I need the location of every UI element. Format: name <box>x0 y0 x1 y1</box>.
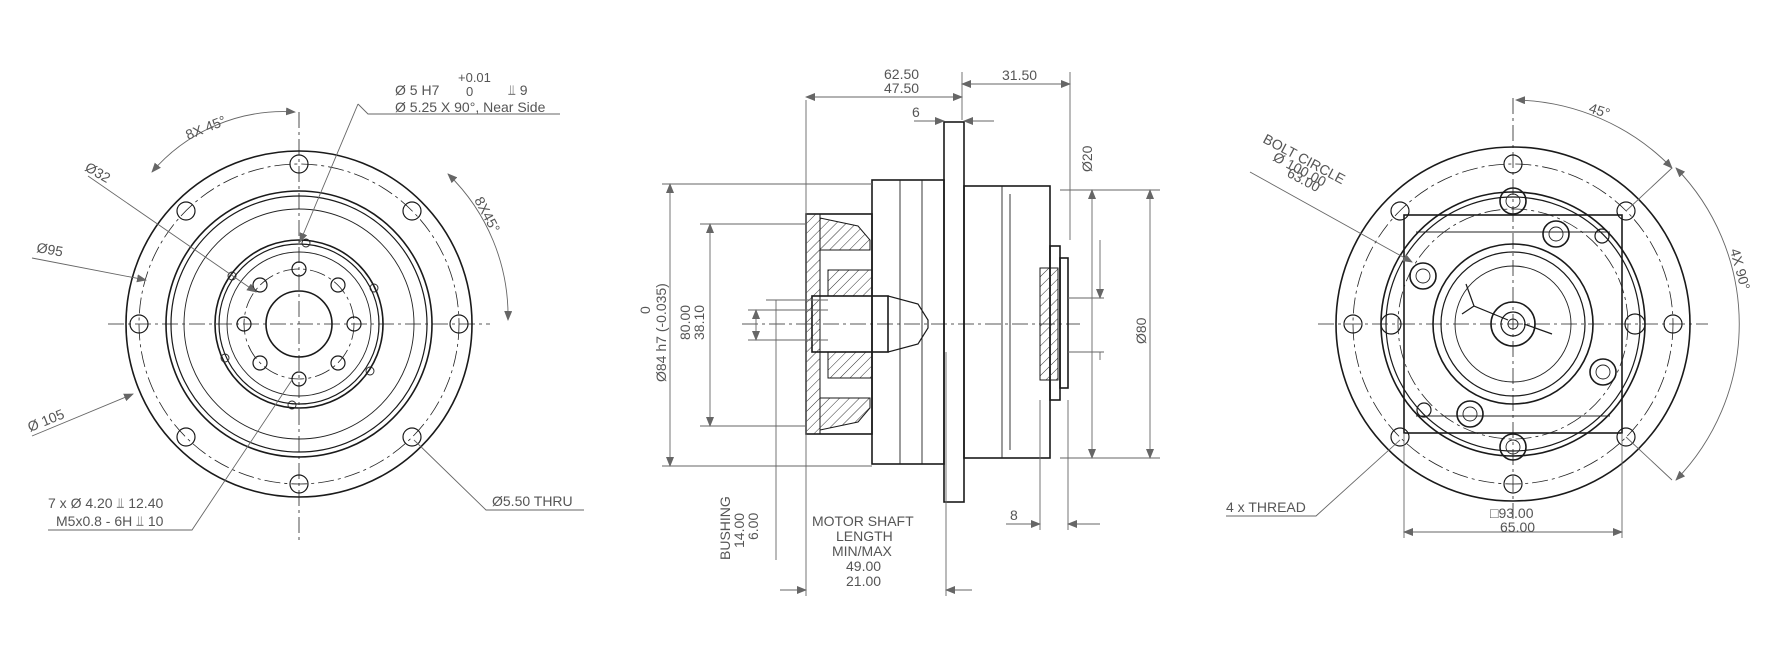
front-inner-ring <box>226 251 372 397</box>
rear-view: 45° BOLT CIRCLE Ø 100.00 63.00 4X 90° 4 … <box>1226 96 1753 538</box>
bushing-label: BUSHING <box>717 496 733 560</box>
rear-inner-ring <box>1454 265 1572 383</box>
front-output-flange <box>214 239 384 409</box>
motor-shaft-line-1: MOTOR SHAFT <box>812 513 914 529</box>
side-shaft-tip <box>887 295 929 353</box>
dia-95-label: Ø95 <box>35 239 64 259</box>
front-leaders <box>31 103 584 531</box>
square-93-label: □93.00 <box>1490 505 1534 521</box>
tol-84-h7-label: Ø84 h7 (-0.035) <box>653 283 669 382</box>
rear-outer-flange <box>1335 146 1691 502</box>
rear-square-adapter <box>1403 214 1623 434</box>
holes-spec-line-1: 7 x Ø 4.20 ⫫ 12.40 <box>48 495 163 511</box>
rear-outer-holes <box>1343 154 1683 494</box>
thread-hole-tol-upper: +0.01 <box>458 70 491 85</box>
motor-shaft-line-4: 49.00 <box>846 558 881 574</box>
rear-bolt-circle <box>1352 163 1674 485</box>
thread-hole-tol-lower: 0 <box>466 84 473 99</box>
front-hole-circle <box>243 268 355 380</box>
side-bushing-bottom <box>827 351 873 379</box>
rear-dimensions <box>1226 96 1740 538</box>
dim-80-00: 80.00 <box>677 305 693 340</box>
side-dimensions <box>662 72 1160 596</box>
holes-spec-line-2: M5x0.8 - 6H ⫫ 10 <box>56 513 164 529</box>
side-output-shaft <box>1059 257 1069 389</box>
front-bolt-circle <box>138 163 460 485</box>
motor-shaft-line-5: 21.00 <box>846 573 881 589</box>
bushing-14: 14.00 <box>731 513 747 548</box>
dia-20-label: Ø20 <box>1079 145 1095 172</box>
rear-thread-circle <box>1397 208 1629 440</box>
pattern-4x90-label: 4X 90° <box>1727 247 1753 292</box>
bushing-6: 6.00 <box>745 513 761 540</box>
side-output-housing <box>963 185 1051 459</box>
rear-body-ring-2 <box>1385 196 1641 452</box>
len-6: 6 <box>912 104 920 120</box>
rear-clamp-slot <box>1461 283 1509 321</box>
thread-hole-spec: Ø 5 H7 <box>395 82 440 98</box>
rear-center-point <box>1507 318 1519 330</box>
len-31-50: 31.50 <box>1002 67 1037 83</box>
front-body-ring-2 <box>170 195 428 453</box>
rear-screw-heads <box>1380 187 1646 461</box>
side-output-flange <box>943 121 965 503</box>
countersink-spec: Ø 5.25 X 90°, Near Side <box>395 99 546 115</box>
rear-pilot-ring-2 <box>1440 251 1586 397</box>
front-step-ring <box>183 208 415 440</box>
angle-45-label: 45° <box>1587 100 1612 122</box>
len-62-50: 62.50 <box>884 66 919 82</box>
tol-upper-label: 0 <box>637 306 653 314</box>
rear-pilot-ring <box>1432 243 1594 405</box>
rear-clamp-screw <box>1523 323 1553 335</box>
pattern-8x45-right: 8X45° <box>471 194 503 235</box>
motor-shaft-line-3: MIN/MAX <box>832 543 893 559</box>
len-8: 8 <box>1010 507 1018 523</box>
front-outer-holes <box>129 154 469 494</box>
side-gear-housing <box>871 179 945 465</box>
square-65-label: 65.00 <box>1500 519 1535 535</box>
side-output-section <box>1039 267 1059 381</box>
side-motor-shaft <box>811 295 889 353</box>
rear-clamp-hub <box>1490 301 1536 347</box>
front-view: Ø 5 H7 +0.01 0 ⫫ 9 Ø 5.25 X 90°, Near Si… <box>25 70 584 540</box>
front-center-bore <box>265 290 333 358</box>
side-view: 62.50 47.50 31.50 6 Ø20 Ø80 0 Ø84 h7 (-0… <box>637 66 1160 596</box>
side-clamp-bottom-section <box>819 397 871 431</box>
thread-label: 4 x THREAD <box>1226 499 1306 515</box>
len-47-50: 47.50 <box>884 80 919 96</box>
front-body-ring <box>165 190 433 458</box>
dim-38-10: 38.10 <box>691 305 707 340</box>
side-bushing-top <box>827 269 873 297</box>
dia-32-label: Ø32 <box>83 159 114 186</box>
pattern-8x45-top: 8X 45° <box>183 112 228 143</box>
front-output-flange-2 <box>218 243 380 405</box>
dia-80-label: Ø80 <box>1133 317 1149 344</box>
side-adapter-section <box>805 213 821 435</box>
thread-hole-depth: ⫫ 9 <box>508 82 528 98</box>
motor-shaft-line-2: LENGTH <box>836 528 893 544</box>
thru-hole-label: Ø5.50 THRU <box>492 493 573 509</box>
front-outer-flange <box>125 150 473 498</box>
side-clamp-top-section <box>819 217 871 251</box>
